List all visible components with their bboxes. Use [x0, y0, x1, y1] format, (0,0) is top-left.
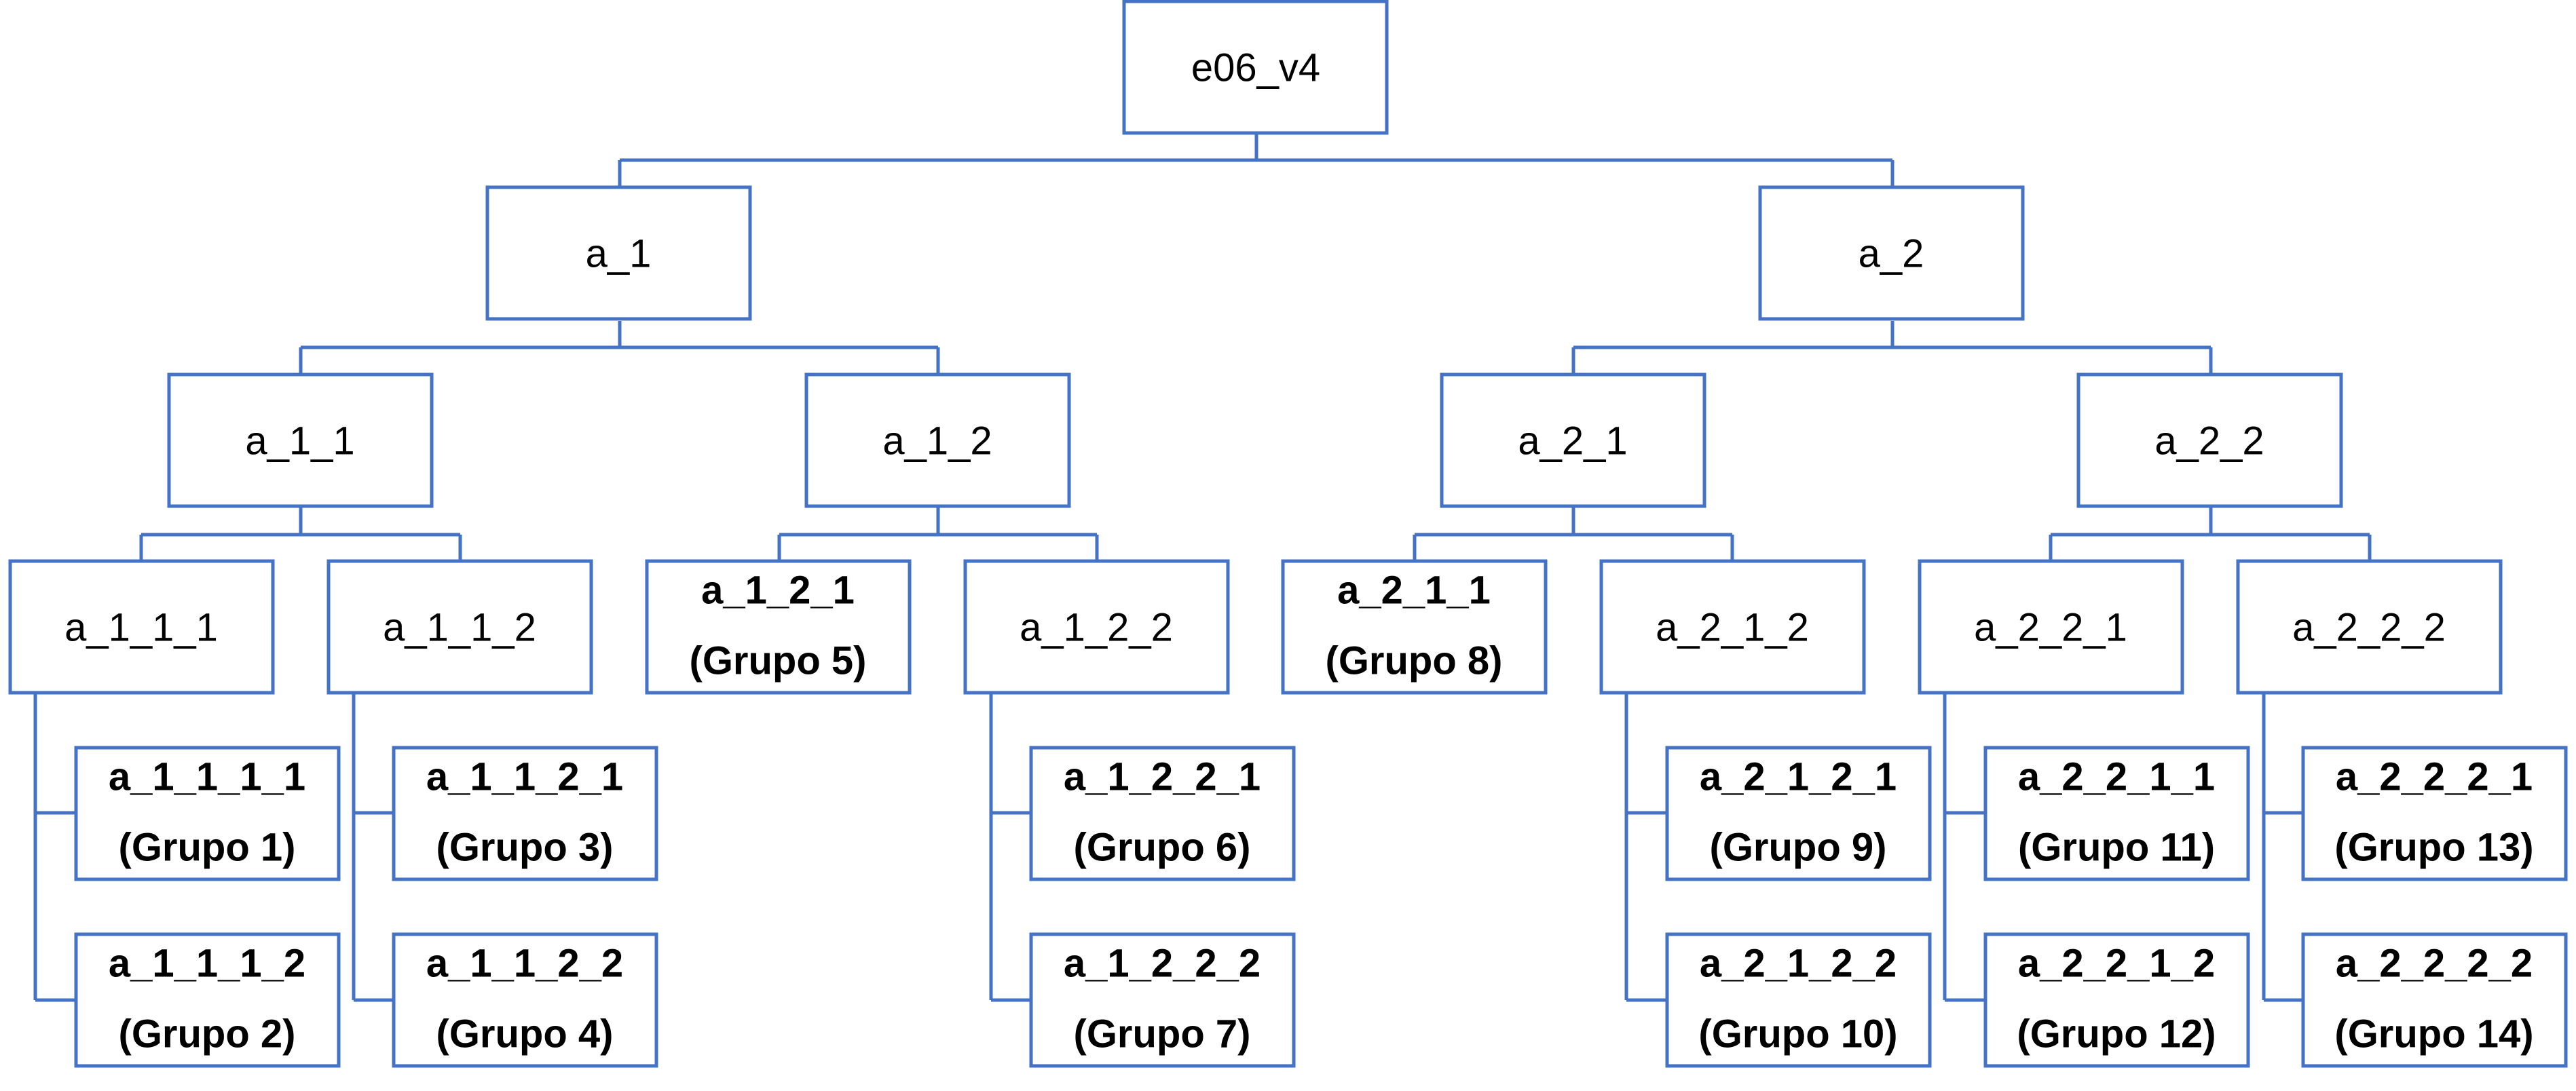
- node-label: a_1_2_2_2: [1064, 942, 1261, 986]
- node-group: (Grupo 3): [436, 826, 614, 870]
- node-label: a_1_1_1_1: [109, 755, 305, 799]
- node-a2122: a_2_1_2_2 (Grupo 10): [1665, 932, 1932, 1068]
- node-label: a_2_2_2_1: [2336, 755, 2533, 799]
- node-a112: a_1_1_2: [326, 559, 593, 695]
- node-label: a_2_1_1: [1337, 569, 1491, 613]
- node-label: a_1_1_2_2: [426, 942, 623, 986]
- node-label: a_2_1: [1518, 419, 1627, 463]
- node-label: a_1_2_2_1: [1064, 755, 1261, 799]
- node-label: a_2_2_2_2: [2336, 942, 2533, 986]
- node-group: (Grupo 1): [119, 826, 296, 870]
- node-group: (Grupo 2): [119, 1012, 296, 1056]
- connector-a2: [1571, 321, 2213, 375]
- node-a1222: a_1_2_2_2 (Grupo 7): [1029, 932, 1296, 1068]
- node-label: a_2_2_1_2: [2018, 942, 2215, 986]
- connector-a22: [2049, 508, 2372, 561]
- connector-root: [618, 134, 1894, 187]
- connector-a221: [1943, 693, 1985, 1002]
- node-a22: a_2_2: [2076, 372, 2343, 508]
- node-label: a_1: [586, 232, 652, 276]
- node-label: a_2_1_2: [1656, 606, 1809, 650]
- node-a122: a_1_2_2: [963, 559, 1230, 695]
- node-label: a_1_1_2: [383, 606, 536, 650]
- node-label: a_1_1_1: [64, 606, 218, 650]
- node-label: a_1_1_1_2: [109, 942, 305, 986]
- connector-a1: [299, 321, 940, 375]
- node-a2: a_2: [1758, 185, 2025, 321]
- node-group: (Grupo 5): [690, 639, 867, 683]
- node-a1121: a_1_1_2_1 (Grupo 3): [392, 746, 658, 881]
- connector-a212: [1624, 693, 1667, 1002]
- node-label: a_2_1_2_2: [1700, 942, 1897, 986]
- node-label: a_1_2: [882, 419, 992, 463]
- node-group: (Grupo 8): [1326, 639, 1503, 683]
- node-a2121: a_2_1_2_1 (Grupo 9): [1665, 746, 1932, 881]
- node-a2212: a_2_2_1_2 (Grupo 12): [1983, 932, 2250, 1068]
- node-a1: a_1: [485, 185, 752, 321]
- node-a1112: a_1_1_1_2 (Grupo 2): [74, 932, 341, 1068]
- node-root: e06_v4: [1122, 0, 1389, 135]
- connectors: [33, 134, 2372, 1002]
- node-label: e06_v4: [1191, 46, 1320, 90]
- node-label: a_1_1: [245, 419, 354, 463]
- connector-a12: [777, 508, 1099, 561]
- node-a2211: a_2_2_1_1 (Grupo 11): [1983, 746, 2250, 881]
- node-label: a_1_2_2: [1020, 606, 1173, 650]
- node-a11: a_1_1: [167, 372, 434, 508]
- node-label: a_1_2_1: [701, 569, 855, 613]
- node-label: a_2_2: [2154, 419, 2264, 463]
- node-a2221: a_2_2_2_1 (Grupo 13): [2301, 746, 2568, 881]
- node-label: a_1_1_2_1: [426, 755, 623, 799]
- node-a21: a_2_1: [1440, 372, 1706, 508]
- node-group: (Grupo 9): [1710, 826, 1887, 870]
- node-group: (Grupo 14): [2334, 1012, 2533, 1056]
- node-group: (Grupo 12): [2017, 1012, 2216, 1056]
- connector-a112: [352, 693, 394, 1002]
- node-a211: a_2_1_1 (Grupo 8): [1281, 559, 1548, 695]
- node-group: (Grupo 13): [2334, 826, 2533, 870]
- node-label: a_2_2_2: [2292, 606, 2446, 650]
- node-label: a_2_1_2_1: [1700, 755, 1897, 799]
- node-a111: a_1_1_1: [8, 559, 275, 695]
- connector-a222: [2262, 693, 2303, 1002]
- node-a12: a_1_2: [804, 372, 1071, 508]
- node-group: (Grupo 6): [1074, 826, 1251, 870]
- node-a121: a_1_2_1 (Grupo 5): [645, 559, 912, 695]
- node-a221: a_2_2_1: [1918, 559, 2184, 695]
- node-label: a_2_2_1_1: [2018, 755, 2215, 799]
- node-a2222: a_2_2_2_2 (Grupo 14): [2301, 932, 2568, 1068]
- node-a1221: a_1_2_2_1 (Grupo 6): [1029, 746, 1296, 881]
- connector-a111: [33, 693, 76, 1002]
- node-a212: a_2_1_2: [1599, 559, 1866, 695]
- node-a1111: a_1_1_1_1 (Grupo 1): [74, 746, 341, 881]
- node-group: (Grupo 7): [1074, 1012, 1251, 1056]
- node-a1122: a_1_1_2_2 (Grupo 4): [392, 932, 658, 1068]
- node-label: a_2: [1859, 232, 1924, 276]
- connector-a21: [1413, 508, 1734, 561]
- node-a222: a_2_2_2: [2236, 559, 2503, 695]
- node-group: (Grupo 10): [1698, 1012, 1897, 1056]
- node-group: (Grupo 4): [436, 1012, 614, 1056]
- node-label: a_2_2_1: [1974, 606, 2127, 650]
- connector-a122: [989, 693, 1031, 1002]
- connector-a11: [139, 508, 462, 561]
- node-group: (Grupo 11): [2018, 826, 2215, 870]
